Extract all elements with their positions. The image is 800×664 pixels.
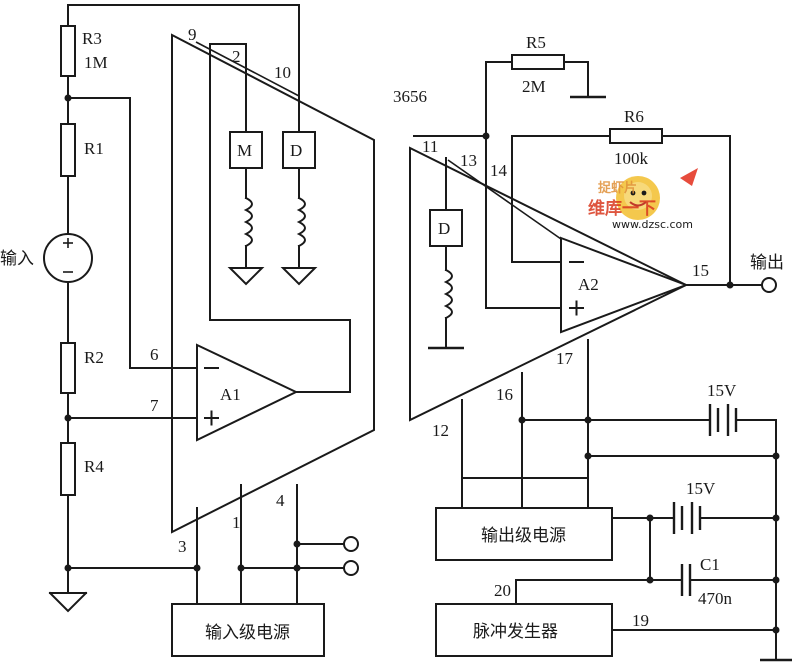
- coil-m: [243, 196, 253, 248]
- terminal-1: [343, 536, 359, 552]
- watermark: 捉虾片 维库一下 www.dzsc.com: [588, 168, 698, 231]
- label-input: 输入: [0, 249, 34, 269]
- pin-7: 7: [150, 396, 159, 415]
- label-m: M: [237, 141, 252, 160]
- resistor-r1: [60, 123, 76, 177]
- label-chip: 3656: [393, 87, 427, 106]
- resistor-r3: [60, 25, 76, 77]
- resistor-r4: [60, 442, 76, 496]
- input-voltage-source: [43, 233, 93, 283]
- coupler-d1-box: [282, 131, 316, 169]
- pin-11: 11: [422, 137, 438, 156]
- label-r2: R2: [84, 348, 104, 367]
- resistor-r2: [60, 342, 76, 394]
- pulse-generator-label: 脉冲发生器: [473, 622, 558, 642]
- pin-1: 1: [232, 513, 241, 532]
- label-c1-value: 470n: [698, 589, 733, 608]
- chip-output-stage: [409, 146, 689, 422]
- pin-14: 14: [490, 161, 508, 180]
- pin-6: 6: [150, 345, 159, 364]
- label-battery-1: 15V: [707, 381, 737, 400]
- label-a1: A1: [220, 385, 241, 404]
- coupler-m-box: [229, 131, 263, 169]
- input-power-block: [171, 603, 325, 657]
- pin-9: 9: [188, 25, 197, 44]
- output-power-block: [435, 507, 613, 561]
- watermark-line2: www.dzsc.com: [612, 218, 693, 231]
- label-r4: R4: [84, 457, 104, 476]
- pin-19: 19: [632, 611, 649, 630]
- pin-13: 13: [460, 151, 477, 170]
- label-r3: R3: [82, 29, 102, 48]
- pin-4: 4: [276, 491, 285, 510]
- label-d1: D: [290, 141, 302, 160]
- amplifier-a2: [560, 236, 689, 334]
- input-power-label: 输入级电源: [205, 623, 290, 643]
- pin-10: 10: [274, 63, 291, 82]
- pin-15: 15: [692, 261, 709, 280]
- label-r5: R5: [526, 33, 546, 52]
- label-a2: A2: [578, 275, 599, 294]
- watermark-line1: 维库一下: [588, 198, 656, 219]
- resistor-r5: [511, 54, 565, 70]
- pin-17: 17: [556, 349, 574, 368]
- label-r6-value: 100k: [614, 149, 649, 168]
- coil-d1: [296, 196, 306, 248]
- left-resistor-chain: [60, 4, 76, 594]
- chip-input-stage: [171, 33, 375, 534]
- label-output: 输出: [750, 253, 784, 273]
- label-r5-value: 2M: [522, 77, 546, 96]
- label-r6: R6: [624, 107, 644, 126]
- ground-d1: [280, 267, 318, 286]
- amplifier-a1: [196, 343, 299, 442]
- output-power-label: 输出级电源: [481, 526, 566, 546]
- output-terminal: [761, 277, 777, 293]
- coil-d2: [443, 268, 453, 320]
- label-d2: D: [438, 219, 450, 238]
- ground-m: [227, 267, 265, 286]
- pin-12: 12: [432, 421, 449, 440]
- label-c1: C1: [700, 555, 720, 574]
- label-r1: R1: [84, 139, 104, 158]
- watermark-tag: 捉虾片: [598, 180, 637, 196]
- pin-20: 20: [494, 581, 511, 600]
- coupler-d2-box: [429, 209, 463, 247]
- pin-2: 2: [232, 47, 241, 66]
- ground-left: [48, 591, 88, 613]
- terminal-2: [343, 560, 359, 576]
- pin-16: 16: [496, 385, 513, 404]
- resistor-r6: [609, 128, 663, 144]
- label-battery-2: 15V: [686, 479, 716, 498]
- pin-3: 3: [178, 537, 187, 556]
- label-r3-value: 1M: [84, 53, 108, 72]
